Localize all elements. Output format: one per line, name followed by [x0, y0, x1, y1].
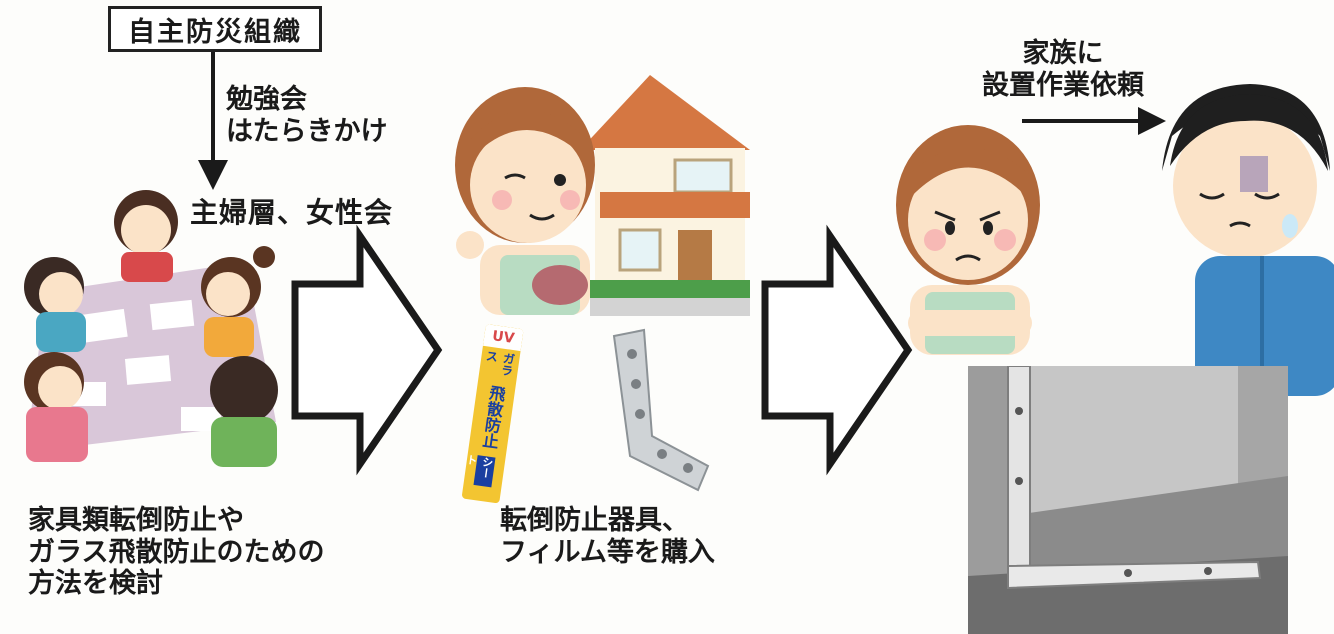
meeting-illustration	[24, 190, 278, 467]
troubled-man-illustration	[1162, 84, 1334, 396]
organization-label-box: 自主防災組織	[108, 6, 322, 52]
step2-caption: 転倒防止器具、 フィルム等を購入	[500, 505, 715, 568]
flow-arrow-1	[291, 224, 443, 476]
organization-label: 自主防災組織	[128, 16, 302, 48]
house-illustration	[455, 75, 750, 316]
l-bracket-icon	[612, 328, 710, 492]
housewives-group-label: 主婦層、女性会	[190, 196, 394, 229]
study-session-label: 勉強会 はたらきかけ	[226, 84, 388, 147]
flow-arrow-2	[761, 224, 913, 476]
step1-caption: 家具類転倒防止や ガラス飛散防止のための 方法を検討	[28, 505, 325, 600]
frowning-woman-illustration	[896, 125, 1040, 355]
bracket-photo-drawing	[968, 366, 1288, 634]
family-request-label: 家族に 設置作業依頼	[982, 38, 1144, 101]
installed-bracket-photo	[968, 366, 1288, 634]
